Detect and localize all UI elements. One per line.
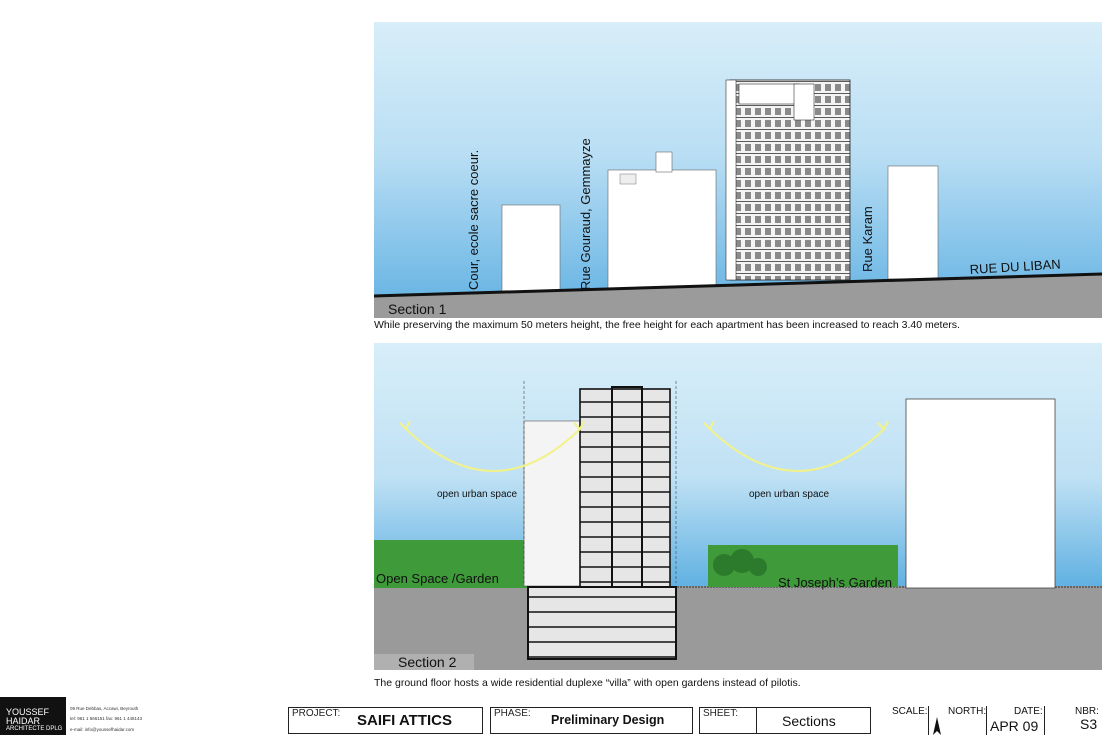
phase-value: Preliminary Design bbox=[551, 713, 665, 727]
project-value: SAIFI ATTICS bbox=[357, 712, 452, 729]
project-box: PROJECT: SAIFI ATTICS bbox=[288, 707, 483, 734]
logo-line-3: ARCHITECTE DPLG bbox=[6, 726, 63, 732]
scale-label: SCALE: bbox=[892, 706, 928, 717]
date-value: APR 09 bbox=[990, 718, 1039, 734]
trees bbox=[713, 549, 767, 576]
date-label: DATE: bbox=[1014, 706, 1043, 717]
street-label-karam: Rue Karam bbox=[860, 206, 875, 272]
tower-section bbox=[523, 381, 677, 660]
section-1-caption: While preserving the maximum 50 meters h… bbox=[374, 319, 960, 331]
north-arrow-icon bbox=[933, 717, 941, 735]
proposed-tower bbox=[725, 79, 851, 281]
north-label: NORTH: bbox=[948, 706, 987, 717]
firm-email: e-mail: info@youssefhaidar.com bbox=[70, 727, 135, 732]
logo-line-2: HAIDAR bbox=[6, 716, 41, 726]
street-label-gouraud: Rue Gouraud, Gemmayze bbox=[578, 138, 593, 290]
section-1-drawing: Cour, ecole sacre coeur. Rue Gouraud, Ge… bbox=[374, 22, 1102, 318]
project-label: PROJECT: bbox=[292, 708, 341, 719]
section-2-caption: The ground floor hosts a wide residentia… bbox=[374, 677, 801, 689]
street-label-cour: Cour, ecole sacre coeur. bbox=[466, 150, 481, 290]
sheet-box: SHEET: Sections bbox=[699, 707, 871, 734]
garden-left-label: Open Space /Garden bbox=[376, 571, 499, 586]
street-label-liban: RUE DU LIBAN bbox=[969, 256, 1061, 277]
logo-line-1: YOUSSEF bbox=[6, 707, 50, 717]
ground-line bbox=[374, 272, 1102, 298]
section-1-label: Section 1 bbox=[388, 301, 447, 317]
building-block bbox=[619, 173, 637, 185]
sun-arrow-left bbox=[405, 428, 581, 472]
building-block bbox=[607, 169, 717, 293]
firm-address: 09 Rue Debbas, Accawi, Beyrouth bbox=[70, 706, 139, 711]
sheet-value: Sections bbox=[782, 713, 836, 729]
sheet-label: SHEET: bbox=[703, 708, 739, 719]
section-2-label: Section 2 bbox=[398, 654, 457, 670]
building-block bbox=[655, 151, 673, 173]
building-block bbox=[501, 204, 561, 294]
nbr-label: NBR: bbox=[1075, 706, 1099, 717]
firm-phone: tel: 961 1 566151 fax: 961 1 448143 bbox=[70, 716, 143, 721]
phase-box: PHASE: Preliminary Design bbox=[490, 707, 693, 734]
garden-right-label: St Joseph’s Garden bbox=[778, 575, 892, 590]
ground bbox=[374, 274, 1102, 318]
sun-arrow-right bbox=[709, 428, 885, 472]
phase-label: PHASE: bbox=[494, 708, 531, 719]
neighbor-building bbox=[905, 398, 1056, 589]
open-urban-space-left: open urban space bbox=[437, 489, 518, 500]
open-urban-space-right: open urban space bbox=[749, 489, 830, 500]
ground bbox=[374, 586, 1102, 670]
nbr-value: S3 bbox=[1080, 716, 1098, 732]
building-block bbox=[887, 165, 939, 280]
firm-logo: YOUSSEF HAIDAR ARCHITECTE DPLG bbox=[0, 697, 66, 735]
section-2-drawing: open urban space open urban space Open S… bbox=[374, 343, 1102, 670]
